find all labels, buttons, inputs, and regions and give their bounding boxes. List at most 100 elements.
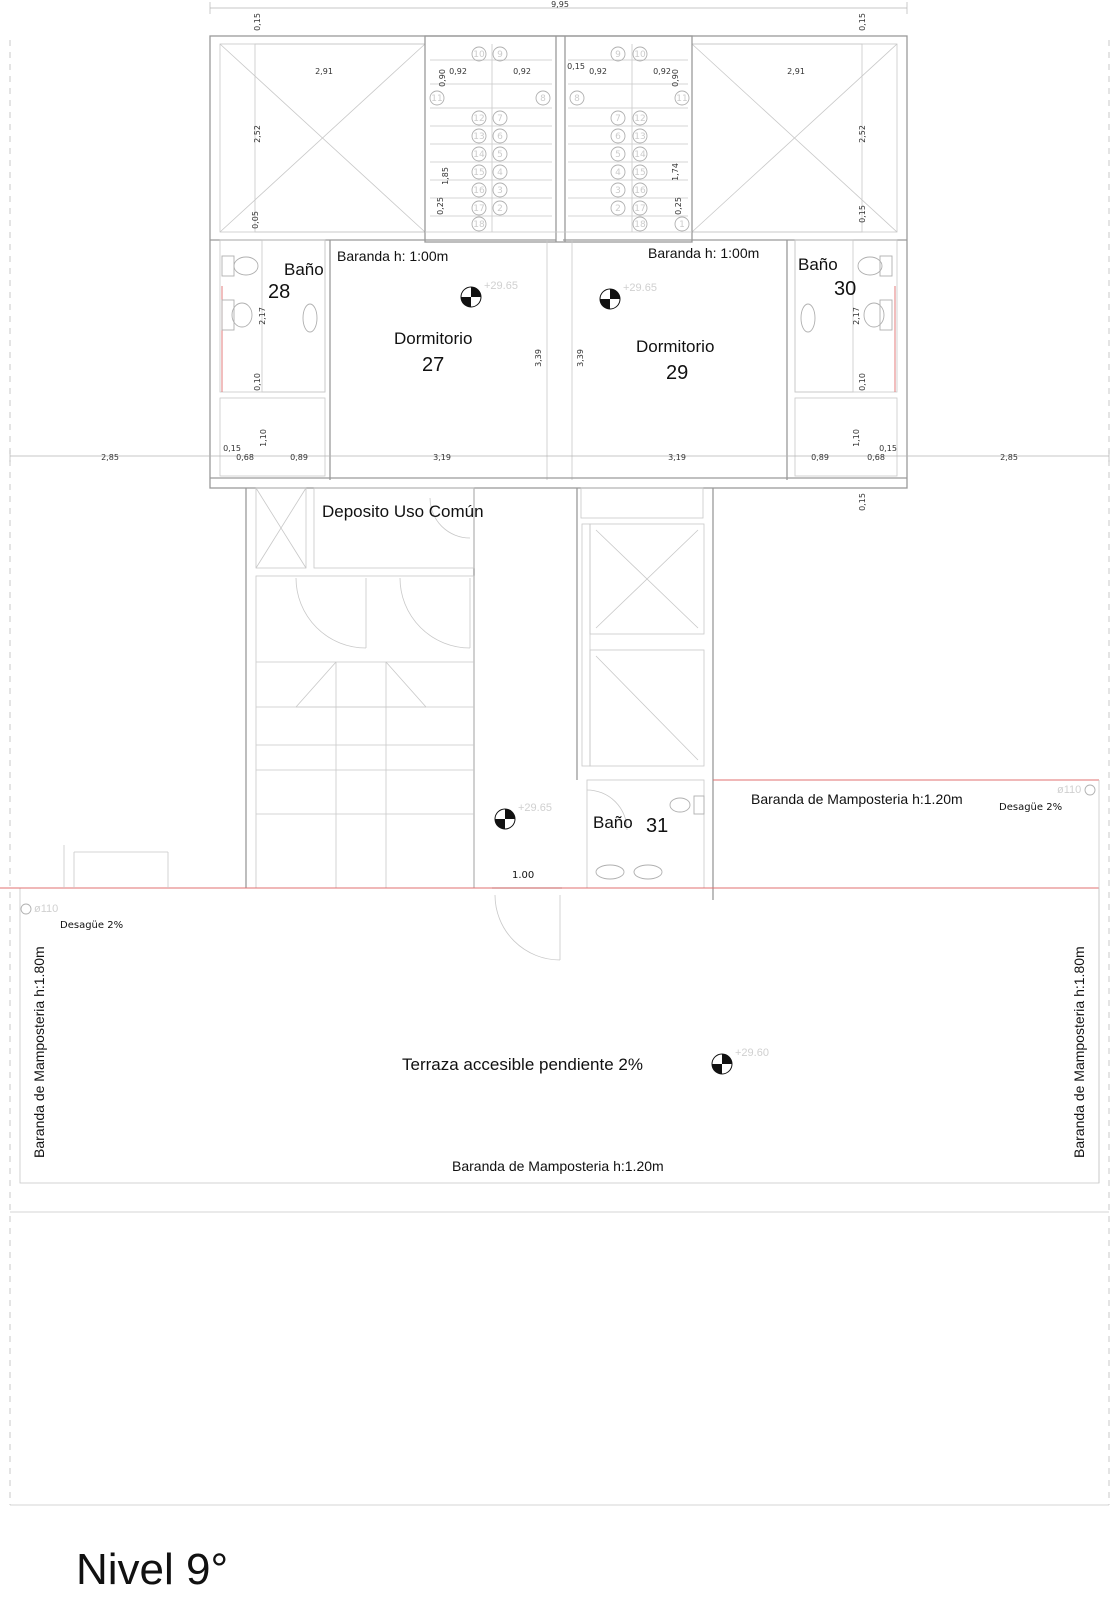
page-title: Nivel 9° [76, 1545, 228, 1594]
svg-text:1,10: 1,10 [259, 429, 268, 447]
dimension-labels: 2,91 2,91 0,92 0,92 0,15 0,92 0,92 0,15 … [101, 62, 1018, 462]
svg-text:6: 6 [497, 132, 503, 142]
svg-text:10: 10 [634, 50, 646, 60]
room-dorm-27-number: 27 [422, 354, 444, 376]
svg-text:8: 8 [540, 94, 546, 104]
desague-left-label: Desagüe 2% [60, 920, 123, 931]
svg-text:16: 16 [634, 186, 646, 196]
svg-text:3,19: 3,19 [433, 453, 451, 462]
svg-text:7: 7 [497, 114, 503, 124]
svg-text:15: 15 [473, 168, 484, 178]
svg-text:12: 12 [473, 114, 484, 124]
stair-steps-left [430, 59, 552, 217]
desague-right-label: Desagüe 2% [999, 802, 1062, 813]
room-dorm-29-name: Dormitorio [636, 337, 714, 356]
dim-overall: 9,95 [551, 0, 569, 9]
svg-text:0,92: 0,92 [653, 67, 671, 76]
room-bano-28-number: 28 [268, 281, 290, 303]
svg-text:2,85: 2,85 [1000, 453, 1018, 462]
svg-text:13: 13 [634, 132, 645, 142]
svg-text:10: 10 [473, 50, 485, 60]
toilet-icon [221, 255, 893, 333]
svg-text:18: 18 [634, 220, 646, 230]
svg-text:0,68: 0,68 [867, 453, 885, 462]
svg-text:4: 4 [615, 168, 621, 178]
svg-text:0,15: 0,15 [223, 444, 241, 453]
svg-text:2,91: 2,91 [315, 67, 333, 76]
svg-text:0,05: 0,05 [251, 211, 260, 229]
room-bano-30-number: 30 [834, 278, 856, 300]
room-deposito-name: Deposito Uso Común [322, 502, 484, 521]
svg-text:11: 11 [431, 94, 442, 104]
svg-text:1,74: 1,74 [671, 163, 680, 181]
annotations: Baranda h: 1:00m Baranda h: 1:00m Barand… [20, 245, 1096, 1174]
baranda-side-left-label: Baranda de Mamposteria h:1.80m [31, 946, 47, 1158]
svg-text:2: 2 [497, 204, 503, 214]
upper-block-walls [209, 35, 908, 489]
svg-text:0,68: 0,68 [236, 453, 254, 462]
svg-text:0,10: 0,10 [253, 373, 262, 391]
room-labels: Baño 28 Dormitorio 27 Dormitorio 29 Baño… [268, 255, 856, 1074]
baranda-side-right-label: Baranda de Mamposteria h:1.80m [1071, 946, 1087, 1158]
stair-numbers-left: 10 9 11 8 12 7 13 6 14 5 15 4 16 3 17 2 … [429, 46, 551, 232]
svg-text:0,25: 0,25 [674, 197, 683, 215]
svg-text:0,15: 0,15 [858, 493, 867, 511]
door-width-label: 1.00 [512, 870, 534, 881]
svg-text:7: 7 [615, 114, 621, 124]
svg-text:2,17: 2,17 [258, 307, 267, 325]
svg-text:17: 17 [473, 204, 484, 214]
baranda-mamp-top-label: Baranda de Mamposteria h:1.20m [751, 791, 963, 807]
svg-text:3: 3 [497, 186, 503, 196]
room-bano-31-number: 31 [646, 815, 668, 837]
svg-text:+29.65: +29.65 [518, 802, 552, 814]
svg-text:0,89: 0,89 [290, 453, 308, 462]
svg-text:9: 9 [497, 50, 503, 60]
level-marker-dorm-29: +29.65 [599, 282, 657, 310]
svg-text:0,15: 0,15 [879, 444, 897, 453]
svg-text:18: 18 [473, 220, 485, 230]
svg-text:0,89: 0,89 [811, 453, 829, 462]
room-terraza-name: Terraza accesible pendiente 2% [402, 1055, 643, 1074]
svg-text:0,15: 0,15 [858, 13, 867, 31]
svg-text:2,85: 2,85 [101, 453, 119, 462]
site-boundary [9, 40, 1110, 1506]
baranda-mamp-bottom-label: Baranda de Mamposteria h:1.20m [452, 1158, 664, 1174]
svg-text:2,91: 2,91 [787, 67, 805, 76]
dimension-lines [9, 450, 1110, 462]
svg-text:2: 2 [615, 204, 621, 214]
room-dorm-27-name: Dormitorio [394, 329, 472, 348]
svg-text:2,17: 2,17 [852, 307, 861, 325]
svg-text:5: 5 [497, 150, 503, 160]
svg-text:+29.60: +29.60 [735, 1047, 769, 1059]
svg-text:0,92: 0,92 [589, 67, 607, 76]
level-marker-terraza: +29.60 [711, 1047, 769, 1075]
svg-text:12: 12 [634, 114, 645, 124]
svg-text:1,85: 1,85 [441, 167, 450, 185]
svg-text:9: 9 [615, 50, 621, 60]
svg-text:1: 1 [679, 220, 685, 230]
baranda-left-label: Baranda h: 1:00m [337, 248, 448, 264]
room-bano-30-name: Baño [798, 255, 838, 274]
svg-text:0,15: 0,15 [253, 13, 262, 31]
terrace-walls [0, 779, 1100, 1184]
svg-text:16: 16 [473, 186, 485, 196]
level-marker-dorm-27: +29.65 [460, 280, 518, 308]
drain-right-code: ø110 [1057, 784, 1081, 796]
svg-text:0,10: 0,10 [858, 373, 867, 391]
svg-text:14: 14 [634, 150, 646, 160]
svg-text:0,25: 0,25 [436, 197, 445, 215]
svg-text:2,52: 2,52 [858, 125, 867, 143]
drain-left-code: ø110 [34, 903, 58, 915]
svg-text:3,19: 3,19 [668, 453, 686, 462]
room-bano-28-name: Baño [284, 260, 324, 279]
svg-text:3,39: 3,39 [534, 349, 543, 367]
dimension-labels-vertical: 0,15 0,15 0,90 0,90 2,52 2,52 1,85 1,74 … [251, 13, 867, 511]
lower-core-walls [245, 487, 714, 961]
stair-steps-right [568, 59, 688, 217]
svg-text:0,15: 0,15 [567, 62, 585, 71]
svg-text:3,39: 3,39 [576, 349, 585, 367]
overall-dimension: 9,95 [209, 0, 908, 14]
svg-text:15: 15 [634, 168, 645, 178]
svg-text:5: 5 [615, 150, 621, 160]
